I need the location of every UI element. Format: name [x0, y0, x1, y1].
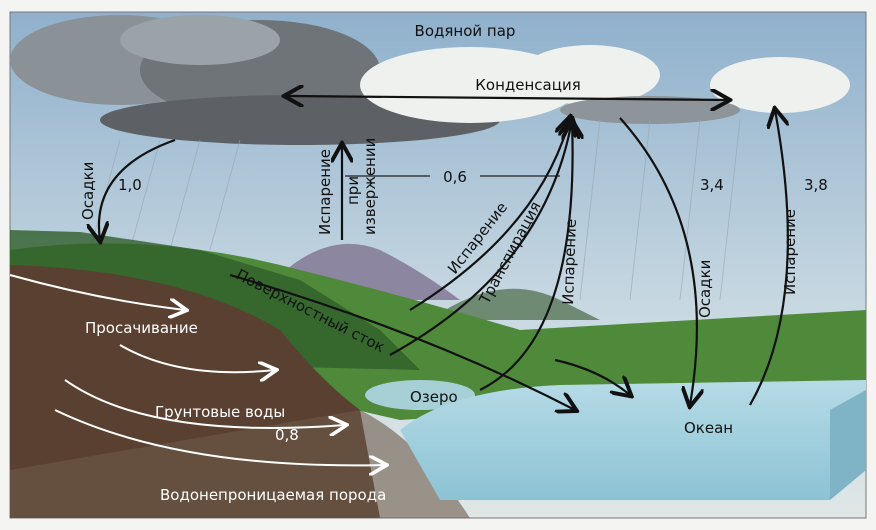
infiltration-label: Просачивание: [85, 319, 198, 337]
volcanic-evap-label: Испарение: [316, 149, 334, 235]
water-vapor-title: Водяной пар: [415, 22, 516, 40]
land-evap-value: 0,6: [443, 168, 467, 186]
flow-arrows: [9, 96, 788, 465]
white-clouds: [360, 45, 850, 124]
evaporation-ocean-label: Испарение: [781, 209, 799, 295]
condensation-label: Конденсация: [475, 76, 580, 94]
bedrock-label: Водонепроницаемая порода: [160, 486, 386, 504]
precip-land-label: Осадки: [79, 162, 97, 220]
evaporation-ocean-value: 3,8: [804, 176, 828, 194]
precip-land-value: 1,0: [118, 176, 142, 194]
hill: [430, 288, 600, 320]
ocean-side: [830, 390, 866, 500]
volcanic-evap-label-3: извержении: [361, 138, 379, 235]
precip-ocean-label: Осадки: [696, 260, 714, 318]
volcanic-evap-label-2: при: [344, 176, 362, 205]
lake: [365, 380, 475, 410]
groundwater-value: 0,8: [275, 426, 299, 444]
evaporation-lake-label: Испарение: [559, 219, 580, 306]
precip-ocean-value: 3,4: [700, 176, 724, 194]
ocean-label: Океан: [684, 419, 733, 437]
groundwater-label: Грунтовые воды: [155, 403, 285, 421]
lake-label: Озеро: [410, 388, 458, 406]
ocean: [400, 380, 866, 500]
bedrock-layer: [10, 410, 470, 518]
